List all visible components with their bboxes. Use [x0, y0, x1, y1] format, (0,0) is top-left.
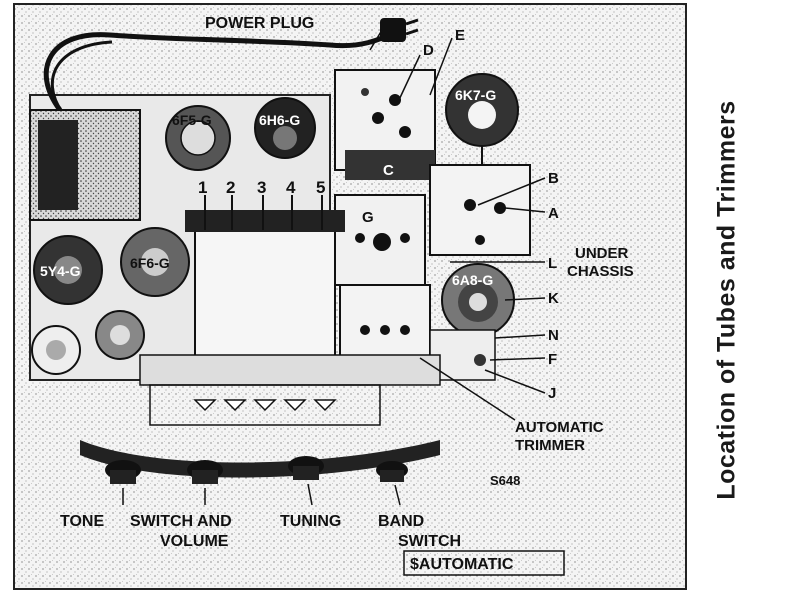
label-num-5: 5: [316, 178, 325, 197]
label-trimmer-l: L: [548, 255, 557, 272]
tube-6f6g: [120, 227, 190, 297]
label-tube-6a8g: 6A8-G: [452, 272, 493, 288]
label-trimmer-f: F: [548, 351, 557, 368]
label-automatic-trimmer-1: AUTOMATIC: [515, 419, 604, 436]
label-tube-6k7g: 6K7-G: [455, 87, 496, 103]
label-under-chassis-1: UNDER: [575, 245, 629, 262]
knob-switch-volume: [187, 460, 223, 484]
front-panel: [80, 440, 440, 478]
label-trimmer-g: G: [362, 209, 374, 226]
label-trimmer-n: N: [548, 327, 559, 344]
tube-6k7g: [445, 73, 519, 190]
label-band-switch-2: SWITCH: [398, 533, 461, 550]
label-under-chassis-2: CHASSIS: [567, 263, 634, 280]
label-trimmer-b: B: [548, 170, 559, 187]
label-band-switch-1: BAND: [378, 513, 424, 530]
push-button-bar: [139, 354, 441, 426]
socket-lower-left: [31, 310, 145, 375]
label-switch-and-volume-1: SWITCH AND: [130, 513, 232, 530]
knob-tuning: [288, 456, 324, 480]
label-num-3: 3: [257, 178, 266, 197]
tube-6h6g: [254, 97, 316, 159]
power-plug-icon: [380, 18, 419, 42]
label-part-number: S648: [490, 473, 520, 488]
label-num-4: 4: [286, 178, 296, 197]
label-num-1: 1: [198, 178, 207, 197]
label-trimmer-d: D: [423, 42, 434, 59]
trimmer-can-g: [334, 194, 426, 286]
label-trimmer-c: C: [383, 162, 394, 179]
label-trimmer-a: A: [548, 205, 559, 222]
label-trimmer-k: K: [548, 290, 559, 307]
oscillator-can: [339, 284, 431, 366]
label-switch-and-volume-2: VOLUME: [160, 533, 229, 550]
label-automatic-trimmer-2: TRIMMER: [515, 437, 585, 454]
label-band-switch-3: $AUTOMATIC: [410, 556, 514, 573]
knob-band-switch: [376, 461, 408, 482]
label-tube-6h6g: 6H6-G: [259, 112, 300, 128]
label-tuning: TUNING: [280, 513, 341, 530]
label-num-2: 2: [226, 178, 235, 197]
band-switch-box: [403, 550, 565, 576]
label-trimmer-j: J: [548, 385, 556, 402]
caption-text: Location of Tubes and Trimmers: [712, 100, 741, 500]
label-power-plug: POWER PLUG: [205, 15, 314, 32]
tube-6f5g: [165, 105, 231, 171]
power-cord: [43, 29, 397, 112]
if-transformer-top: [334, 69, 436, 180]
tube-5y4g: [33, 235, 103, 305]
label-trimmer-e: E: [455, 27, 465, 44]
label-tube-6f6g: 6F6-G: [130, 255, 170, 271]
label-tube-5y4g: 5Y4-G: [40, 263, 81, 279]
tube-6a8g: [441, 263, 515, 337]
label-tone: TONE: [60, 513, 104, 530]
gang-condenser: [185, 195, 345, 361]
if-transformer-right: [429, 164, 531, 256]
leader-lines: [122, 29, 546, 506]
knob-tone: [105, 460, 141, 484]
label-tube-6f5g: 6F5-G: [172, 112, 212, 128]
